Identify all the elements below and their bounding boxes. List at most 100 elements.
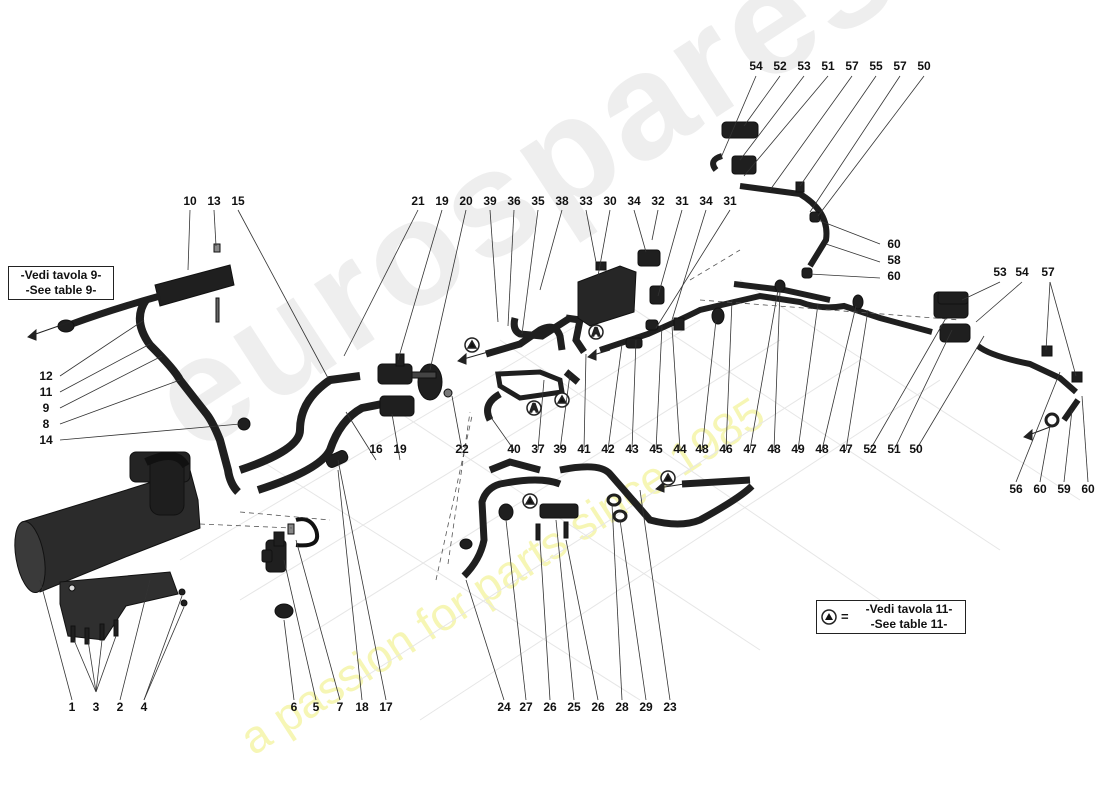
callout-upper-left-row-2: 15 [231, 194, 245, 208]
callout-upper-left-row-1: 13 [207, 194, 221, 208]
callout-top-right-row-6: 57 [893, 59, 907, 73]
callout-upper-center-row-11: 31 [675, 194, 689, 208]
marker-2: A [588, 324, 604, 340]
callout-upper-center-row-0: 21 [411, 194, 425, 208]
marker-1 [464, 337, 480, 353]
marker-6 [660, 470, 676, 486]
callout-bottom-row-4: 6 [291, 700, 298, 714]
callout-bottom-row-9: 24 [497, 700, 511, 714]
callout-middle-row-14: 48 [767, 442, 781, 456]
callout-middle-row-3: 40 [507, 442, 521, 456]
marker-4 [554, 392, 570, 408]
callout-middle-row-6: 41 [577, 442, 591, 456]
callout-middle-row-10: 44 [673, 442, 687, 456]
bracket-bolts [70, 619, 119, 645]
callout-middle-row-1: 19 [393, 442, 407, 456]
callout-right-cluster-2: 57 [1041, 265, 1055, 279]
callout-left-stack-2: 9 [43, 401, 50, 415]
callout-bottom-row-11: 26 [543, 700, 557, 714]
callout-top-right-row-0: 54 [749, 59, 763, 73]
callout-middle-row-20: 50 [909, 442, 923, 456]
lower-fittings [459, 493, 628, 550]
callout-bottom-row-15: 29 [639, 700, 653, 714]
solenoid-valve [261, 517, 319, 619]
reference-table-11-line1: -Vedi tavola 11- [865, 602, 953, 616]
callout-upper-left-row-0: 10 [183, 194, 197, 208]
callout-bottom-row-8: 17 [379, 700, 393, 714]
svg-text:A: A [592, 325, 601, 339]
reference-table-9: -Vedi tavola 9- -See table 9- [8, 266, 114, 300]
callout-middle-row-12: 46 [719, 442, 733, 456]
callout-top-right-row-2: 53 [797, 59, 811, 73]
callout-left-stack-0: 12 [39, 369, 53, 383]
canister-bracket [59, 571, 179, 641]
bracket-nuts [178, 588, 188, 607]
callout-bottom-row-13: 26 [591, 700, 605, 714]
triangle-marker-icon [821, 609, 837, 629]
callout-right-bottom-row-1: 60 [1033, 482, 1047, 496]
marker-3: A [526, 400, 542, 416]
leader-lines [39, 75, 1089, 701]
callout-top-right-row-4: 57 [845, 59, 859, 73]
callout-left-stack-3: 8 [43, 417, 50, 431]
right-cluster [937, 291, 1083, 428]
dashed-guides [199, 249, 961, 581]
callout-bottom-row-5: 5 [313, 700, 320, 714]
callout-bottom-row-2: 2 [117, 700, 124, 714]
callout-left-stack-4: 14 [39, 433, 53, 447]
callout-upper-center-row-8: 30 [603, 194, 617, 208]
callout-middle-row-9: 45 [649, 442, 663, 456]
valve-cluster [377, 353, 453, 417]
lower-hoses [461, 458, 755, 579]
upper-left-hose [57, 243, 251, 495]
twin-pipes [238, 372, 383, 494]
callout-bottom-row-1: 3 [93, 700, 100, 714]
callout-top-right-row-5: 55 [869, 59, 883, 73]
middle-hoses [484, 314, 587, 422]
callout-bottom-row-12: 25 [567, 700, 581, 714]
background-grid [179, 279, 1081, 721]
callout-middle-row-7: 42 [601, 442, 615, 456]
callout-upper-center-row-13: 31 [723, 194, 737, 208]
callout-left-stack-1: 11 [40, 385, 53, 399]
callout-bottom-row-14: 28 [615, 700, 629, 714]
parts [14, 121, 1083, 645]
reference-table-11-line2: -See table 11- [870, 617, 948, 631]
callout-top-right-row-7: 50 [917, 59, 931, 73]
callout-middle-row-16: 48 [815, 442, 829, 456]
callout-middle-row-0: 16 [369, 442, 383, 456]
callout-upper-center-row-5: 35 [531, 194, 545, 208]
flow-arrows [27, 321, 1059, 493]
callout-right-bottom-row-2: 59 [1057, 482, 1071, 496]
callout-right-stack-2: 60 [887, 269, 901, 283]
callout-bottom-row-6: 7 [337, 700, 344, 714]
callout-right-bottom-row-3: 60 [1081, 482, 1095, 496]
callout-middle-row-11: 48 [695, 442, 709, 456]
callout-bottom-row-16: 23 [663, 700, 677, 714]
callout-right-stack-1: 58 [887, 253, 901, 267]
callout-bottom-row-7: 18 [355, 700, 369, 714]
activated-charcoal-box [577, 249, 665, 327]
callout-middle-row-18: 52 [863, 442, 877, 456]
reference-table-11: = -Vedi tavola 11- -See table 11- [816, 600, 966, 634]
reference-table-9-line2: -See table 9- [25, 283, 97, 297]
callout-middle-row-4: 37 [531, 442, 545, 456]
callout-middle-row-15: 49 [791, 442, 805, 456]
callout-upper-center-row-1: 19 [435, 194, 449, 208]
reference-markers: A A [464, 324, 676, 509]
callout-right-bottom-row-0: 56 [1009, 482, 1023, 496]
reference-table-9-line1: -Vedi tavola 9- [20, 268, 102, 282]
callout-top-right-row-3: 51 [821, 59, 835, 73]
callout-upper-center-row-9: 34 [627, 194, 641, 208]
callout-bottom-row-3: 4 [141, 700, 148, 714]
callout-right-cluster-0: 53 [993, 265, 1007, 279]
callout-upper-center-row-12: 34 [699, 194, 713, 208]
callout-upper-center-row-7: 33 [579, 194, 593, 208]
callout-middle-row-13: 47 [743, 442, 757, 456]
callout-middle-row-17: 47 [839, 442, 853, 456]
callout-right-cluster-1: 54 [1015, 265, 1029, 279]
callout-upper-center-row-10: 32 [651, 194, 665, 208]
